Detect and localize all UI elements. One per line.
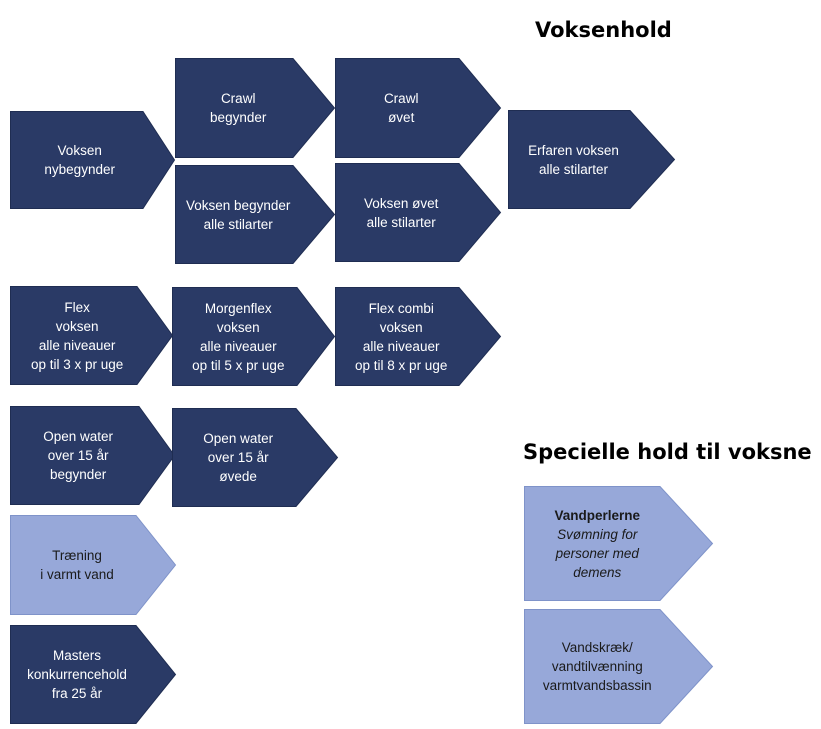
box-line: personer med	[555, 545, 639, 561]
specielle-hold-heading: Specielle hold til voksne	[523, 440, 812, 464]
open-water-begynder-box: Open water over 15 år begynder	[10, 406, 176, 505]
erfaren-voksen-box: Erfaren voksen alle stilarter	[508, 110, 676, 209]
chevron-path	[175, 165, 336, 264]
chevron-shape	[335, 287, 502, 386]
open-water-ovede-box: Open water over 15 år øvede	[172, 408, 339, 507]
box-line: vandtilvænning	[551, 659, 643, 674]
box-line: voksen	[379, 319, 423, 335]
box-line: alle niveauer	[362, 338, 440, 354]
box-line: Vandskræk/	[561, 640, 633, 655]
box-line: Crawl	[220, 91, 256, 106]
box-line: voksen	[55, 318, 99, 334]
box-line: begynder	[49, 467, 107, 482]
chevron-path	[524, 609, 714, 724]
vandskraek-box: Vandskræk/ vandtilvænning varmtvandsbass…	[524, 609, 714, 724]
box-line: Træning	[52, 548, 102, 563]
box-line: Open water	[203, 431, 274, 446]
chevron-path	[10, 111, 176, 209]
box-line: øvet	[388, 110, 415, 125]
chevron-path	[10, 515, 177, 615]
box-line: alle stilarter	[203, 216, 273, 232]
box-line: i varmt vand	[40, 567, 114, 582]
chevron-shape	[10, 286, 174, 385]
box-line: alle stilarter	[366, 214, 436, 230]
box-line: voksen	[216, 319, 260, 335]
chevron-shape	[335, 163, 502, 262]
traening-varmt-vand-box: Træning i varmt vand	[10, 515, 177, 615]
chevron-path	[172, 287, 336, 386]
chevron-path	[335, 287, 502, 386]
chevron-shape	[10, 625, 177, 724]
box-line: Erfaren voksen	[528, 142, 619, 158]
voksenhold-heading: Voksenhold	[535, 18, 672, 42]
vandperlerne-box: Vandperlerne Svømning for personer med d…	[524, 486, 714, 601]
box-line: Svømning for	[557, 526, 638, 542]
box-line: alle niveauer	[38, 337, 116, 353]
box-line: nybegynder	[44, 162, 115, 177]
chevron-path	[175, 58, 336, 158]
chevron-path	[335, 163, 502, 262]
chevron-shape	[10, 406, 176, 505]
box-line: over 15 år	[47, 448, 109, 463]
chevron-shape	[524, 609, 714, 724]
chevron-shape	[10, 515, 177, 615]
box-line: fra 25 år	[51, 686, 103, 701]
chevron-shape	[508, 110, 676, 209]
voksen-begynder-alle-box: Voksen begynder alle stilarter	[175, 165, 336, 264]
chevron-shape	[335, 58, 502, 158]
chevron-path	[335, 58, 502, 158]
box-line: Crawl	[383, 91, 419, 106]
chevron-shape	[172, 287, 336, 386]
chevron-shape	[175, 58, 336, 158]
box-line: op til 8 x pr uge	[355, 357, 448, 373]
chevron-shape	[175, 165, 336, 264]
masters-box: Masters konkurrencehold fra 25 år	[10, 625, 177, 724]
crawl-ovet-box: Crawl øvet	[335, 58, 502, 158]
box-line: Open water	[43, 429, 113, 444]
chevron-path	[10, 406, 176, 505]
box-line: op til 5 x pr uge	[192, 357, 285, 373]
chevron-path	[524, 486, 714, 601]
chevron-shape	[524, 486, 714, 601]
box-line: alle niveauer	[200, 338, 277, 354]
box-line: alle stilarter	[538, 161, 609, 177]
box-line: begynder	[210, 110, 267, 125]
voksen-ovet-alle-box: Voksen øvet alle stilarter	[335, 163, 502, 262]
box-line: varmtvandsbassin	[542, 678, 652, 693]
box-line: Flex	[64, 299, 90, 315]
crawl-begynder-box: Crawl begynder	[175, 58, 336, 158]
chevron-path	[10, 625, 177, 724]
voksen-nybegynder-box: Voksen nybegynder	[10, 111, 176, 209]
morgenflex-voksen-box: Morgenflex voksen alle niveauer op til 5…	[172, 287, 336, 386]
box-line: Masters	[52, 648, 101, 663]
box-line: over 15 år	[207, 450, 269, 465]
box-line: Flex combi	[368, 300, 434, 316]
flex-voksen-box: Flex voksen alle niveauer op til 3 x pr …	[10, 286, 174, 385]
box-line: Morgenflex	[204, 300, 272, 316]
box-line: op til 3 x pr uge	[30, 356, 124, 372]
box-line: øvede	[219, 469, 257, 484]
chevron-shape	[172, 408, 339, 507]
box-line: Voksen begynder	[186, 197, 291, 213]
box-line: Voksen	[57, 143, 102, 158]
box-line: Voksen øvet	[364, 195, 439, 211]
flex-combi-voksen-box: Flex combi voksen alle niveauer op til 8…	[335, 287, 502, 386]
box-line: konkurrencehold	[27, 667, 127, 682]
box-title: Vandperlerne	[554, 507, 641, 523]
box-line: demens	[573, 564, 622, 580]
chevron-path	[508, 110, 676, 209]
chevron-path	[10, 286, 174, 385]
chevron-path	[172, 408, 339, 507]
chevron-shape	[10, 111, 176, 209]
